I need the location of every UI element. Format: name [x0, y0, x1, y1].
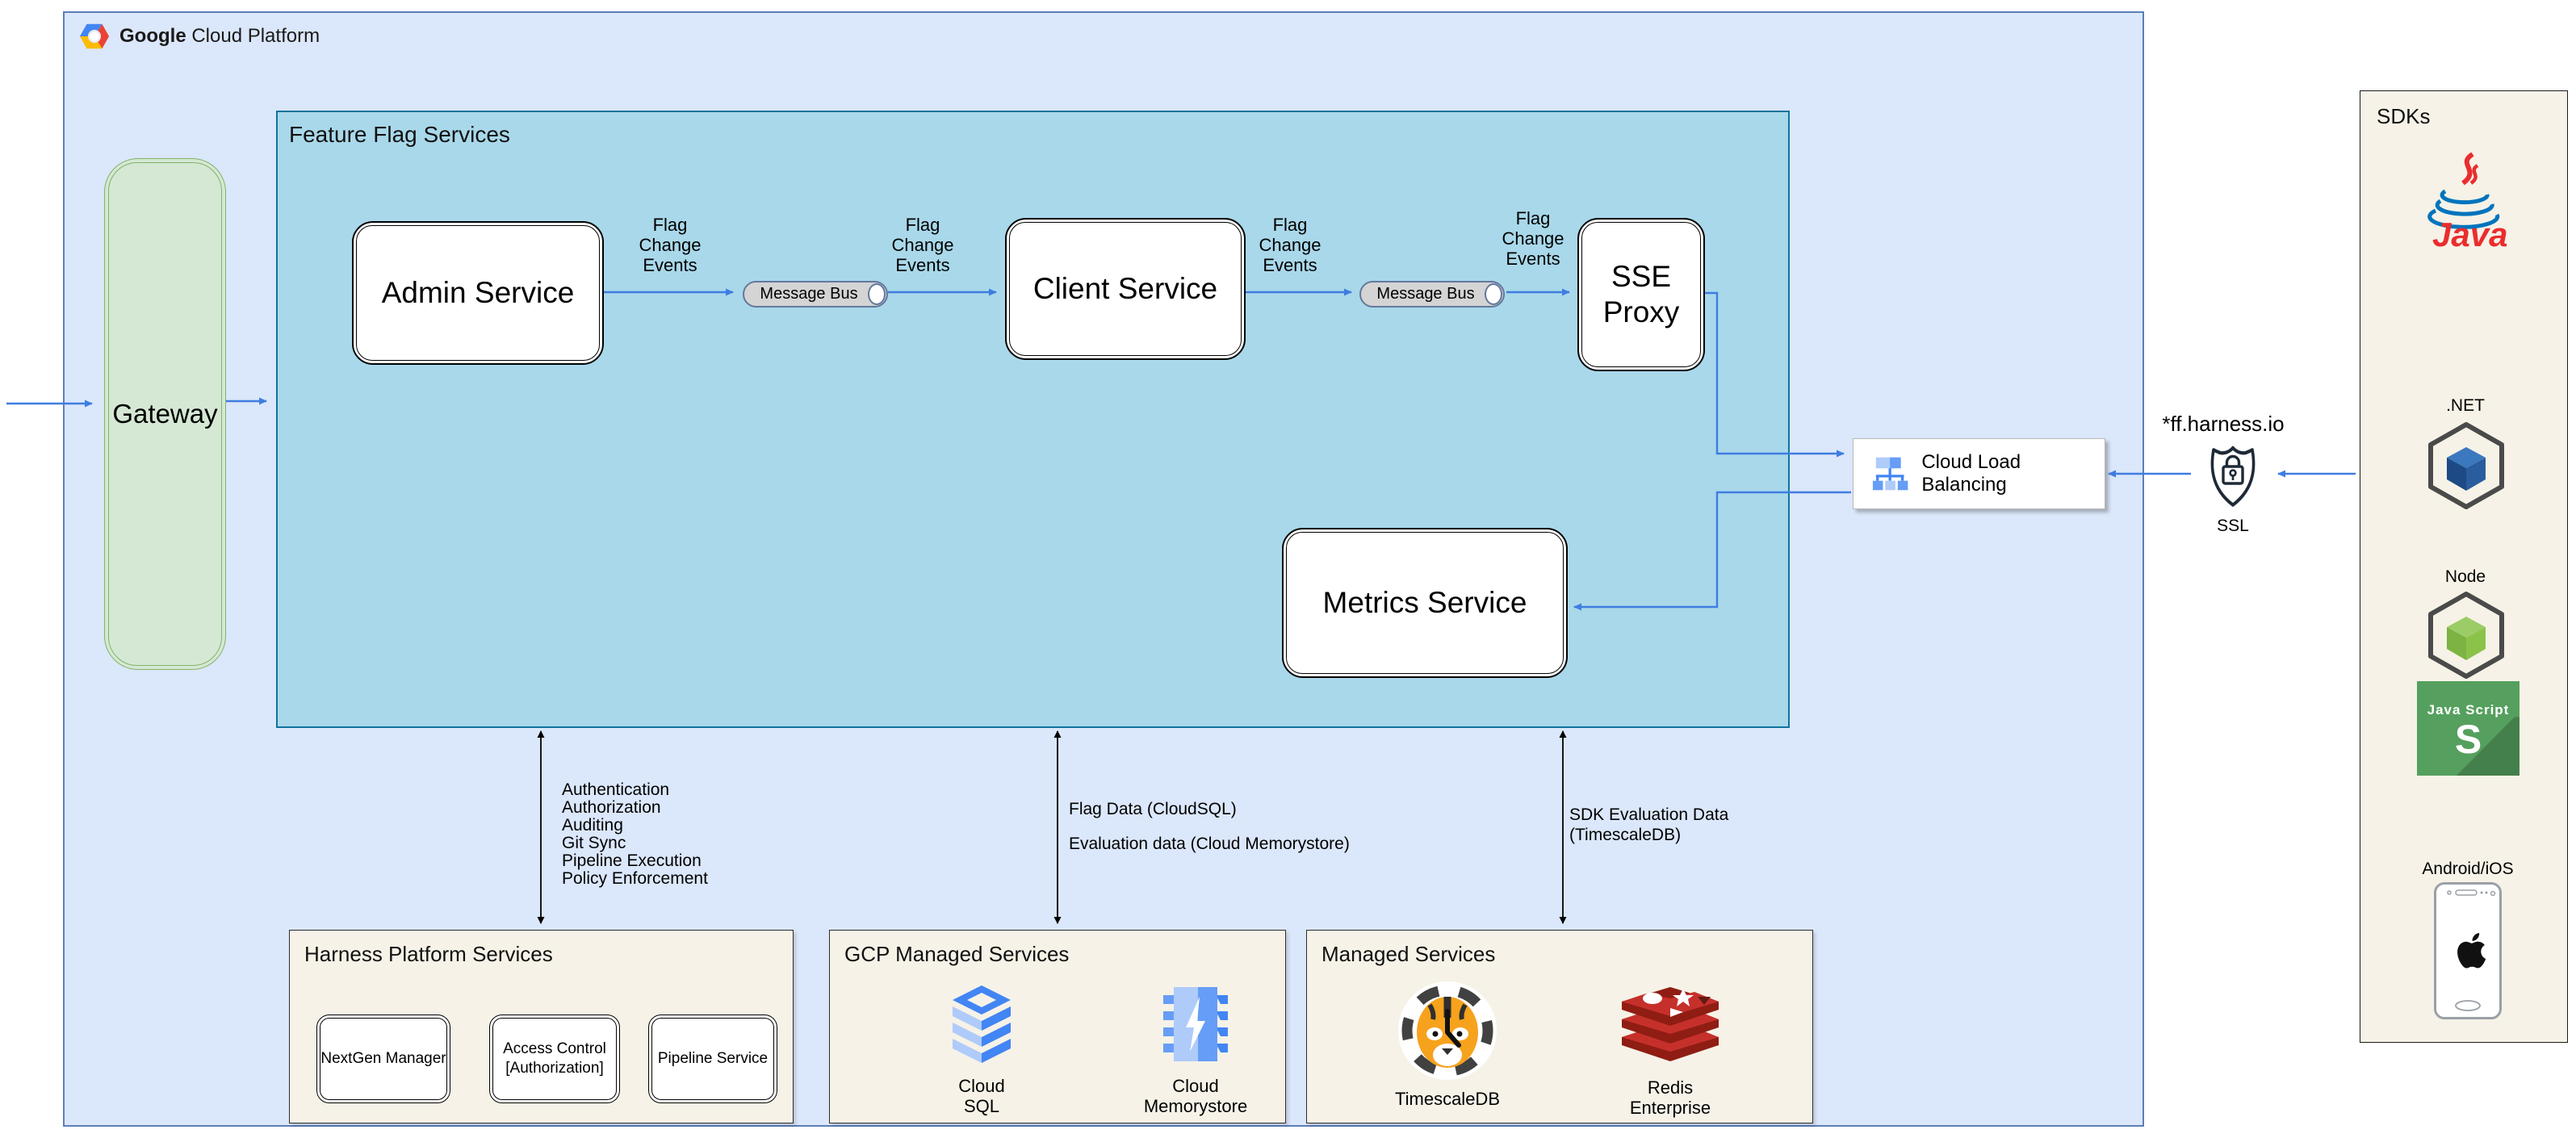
- message-bus-2-label: Message Bus: [1376, 285, 1475, 303]
- android-ios-label: Android/iOS: [2422, 860, 2514, 878]
- harness-platform-services-box[interactable]: Harness Platform Services NextGen Manage…: [289, 930, 794, 1123]
- admin-service-node[interactable]: Admin Service: [352, 221, 604, 365]
- platform-capabilities-list: Authentication Authorization Auditing Gi…: [562, 780, 708, 888]
- client-service-node[interactable]: Client Service: [1005, 218, 1246, 360]
- flag-data-label: Flag Data (CloudSQL): [1069, 800, 1237, 818]
- metrics-service-label: Metrics Service: [1322, 586, 1527, 619]
- nextgen-manager-node[interactable]: NextGen Manager: [316, 1015, 450, 1103]
- timescaledb-caption: TimescaleDB: [1395, 1089, 1500, 1109]
- harness-title: Harness Platform Services: [304, 942, 553, 966]
- cloud-load-balancing-card[interactable]: Cloud Load Balancing: [1853, 438, 2105, 509]
- cloud-load-balancing-icon: [1872, 457, 1908, 491]
- cloud-load-balancing-label: Cloud Load Balancing: [1921, 451, 2021, 496]
- admin-service-label: Admin Service: [381, 276, 575, 309]
- ssl-shield-icon[interactable]: [2205, 439, 2260, 508]
- ssl-label: SSL: [2217, 517, 2249, 535]
- managed-services-box[interactable]: Managed Services TimescaleDB: [1306, 930, 1813, 1123]
- mobile-phone-icon[interactable]: [2434, 882, 2502, 1019]
- message-bus-2[interactable]: Message Bus: [1359, 281, 1505, 308]
- access-control-node[interactable]: Access Control [Authorization]: [489, 1015, 620, 1103]
- client-service-label: Client Service: [1032, 272, 1218, 305]
- managed-title: Managed Services: [1322, 942, 1496, 966]
- ffs-title: Feature Flag Services: [289, 122, 510, 147]
- message-bus-1-label: Message Bus: [760, 285, 858, 303]
- dotnet-label: .NET: [2446, 396, 2485, 415]
- javascript-tile-text: Java Script: [2427, 702, 2510, 718]
- gateway-label: Gateway: [112, 399, 218, 429]
- javascript-tile-s: S: [2454, 717, 2482, 762]
- svg-text:Java: Java: [2432, 215, 2507, 251]
- evaluation-data-label: Evaluation data (Cloud Memorystore): [1069, 835, 1350, 853]
- node-label: Node: [2444, 567, 2486, 586]
- redis-enterprise-icon[interactable]: [1620, 987, 1720, 1065]
- gcp-managed-title: GCP Managed Services: [844, 942, 1070, 966]
- cylinder-cap-icon: [1485, 283, 1502, 305]
- metrics-service-node[interactable]: Metrics Service: [1282, 528, 1568, 678]
- pipeline-service-node[interactable]: Pipeline Service: [648, 1015, 777, 1103]
- cloud-memorystore-icon[interactable]: [1163, 987, 1228, 1061]
- gateway-node[interactable]: Gateway: [104, 158, 226, 670]
- pipeline-service-label: Pipeline Service: [657, 1050, 769, 1067]
- gcp-logo-icon: [79, 23, 110, 49]
- node-sdk-icon[interactable]: [2425, 590, 2507, 680]
- gcp-header: Google Cloud Platform: [79, 23, 320, 50]
- access-control-label-1: Access Control: [503, 1040, 606, 1057]
- java-sdk-icon[interactable]: Java: [2421, 153, 2510, 251]
- access-control-label-2: [Authorization]: [505, 1060, 604, 1077]
- sdk-evaluation-data-label: SDK Evaluation Data(TimescaleDB): [1569, 805, 1729, 844]
- timescaledb-icon[interactable]: [1397, 981, 1497, 1081]
- dotnet-sdk-icon[interactable]: [2425, 420, 2507, 511]
- cloud-sql-icon[interactable]: [949, 985, 1014, 1063]
- sdks-title: SDKs: [2377, 104, 2431, 128]
- message-bus-1[interactable]: Message Bus: [743, 281, 888, 308]
- sdks-panel[interactable]: SDKs Java .NET Node Java Script S: [2360, 90, 2568, 1043]
- javascript-sdk-icon[interactable]: Java Script S: [2417, 681, 2519, 776]
- ssl-domain-label: *ff.harness.io: [2162, 412, 2285, 436]
- gcp-platform-box[interactable]: Google Cloud Platform Feature Flag Servi…: [63, 11, 2144, 1127]
- cylinder-cap-icon: [868, 283, 886, 305]
- nextgen-manager-label: NextGen Manager: [320, 1050, 446, 1067]
- gcp-header-title: Google Cloud Platform: [119, 25, 320, 47]
- apple-logo-icon: [2447, 889, 2496, 1011]
